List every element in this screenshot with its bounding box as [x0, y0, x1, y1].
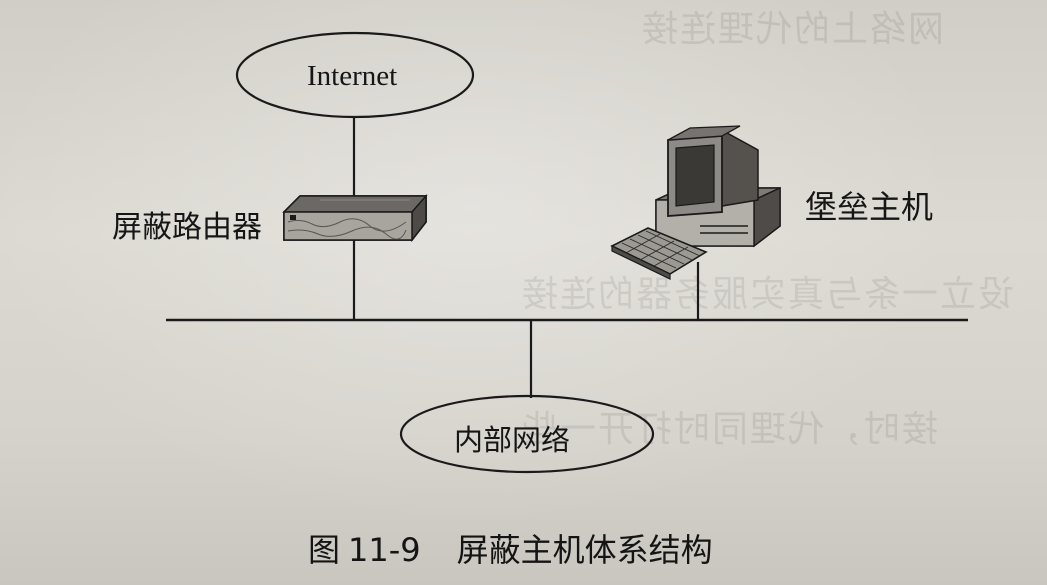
figure-title: 屏蔽主机体系结构	[456, 531, 713, 569]
figure-prefix: 图	[308, 531, 341, 569]
internal-network-label: 内部网络	[454, 423, 571, 457]
figure-number: 11-9	[348, 531, 421, 569]
router-device-icon	[282, 194, 428, 243]
internet-label: Internet	[307, 60, 398, 92]
screening-router-label: 屏蔽路由器	[112, 210, 262, 245]
internal-network-ellipse	[399, 394, 655, 474]
desktop-computer-icon	[610, 125, 781, 280]
bastion-host-label: 堡垒主机	[805, 188, 934, 226]
